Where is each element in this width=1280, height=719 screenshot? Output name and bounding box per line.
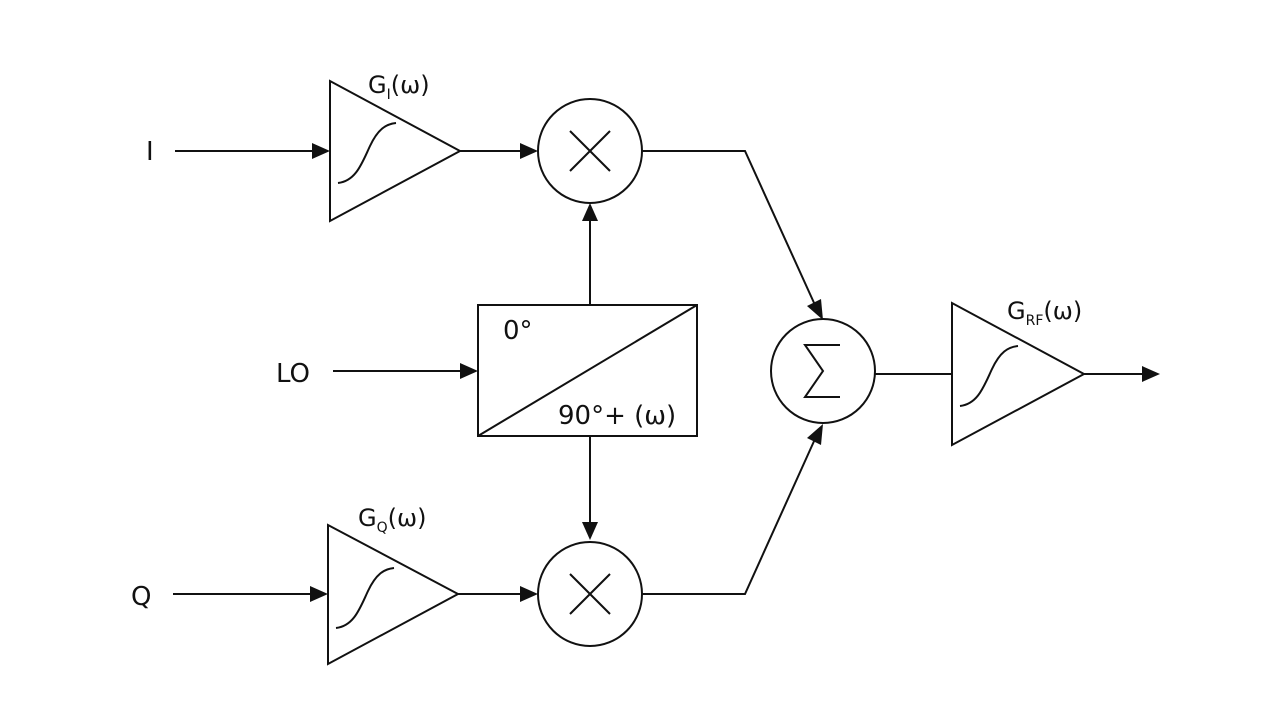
- splitter-to-bottom-mixer-arrow: [582, 436, 598, 540]
- input-label-lo: LO: [276, 359, 310, 389]
- input-label-i: I: [146, 137, 154, 167]
- summer: [770, 318, 876, 424]
- mixer-bottom: [537, 541, 643, 647]
- phase-bottom-label: 90°+ (ω): [558, 401, 676, 431]
- input-label-q: Q: [131, 582, 151, 612]
- splitter-to-top-mixer-arrow: [582, 203, 598, 305]
- summation-sigma-icon: [803, 344, 840, 398]
- amplifier-gq-label: GQ(ω): [358, 504, 426, 536]
- filter-curve-icon: [337, 122, 397, 184]
- phase-top-label: 0°: [503, 316, 533, 346]
- filter-curve-icon: [335, 567, 395, 629]
- gq-to-mixer-arrow: [458, 586, 538, 602]
- amplifier-gq: [327, 523, 461, 666]
- amplifier-grf: [951, 301, 1087, 447]
- phase-splitter-diagonal: [477, 304, 698, 437]
- gi-to-mixer-arrow: [460, 143, 538, 159]
- lo-input-arrow: [333, 363, 478, 379]
- filter-curve-icon: [959, 345, 1019, 407]
- q-input-arrow: [173, 586, 328, 602]
- mixer-multiply-icon: [569, 573, 611, 615]
- phase-splitter: [477, 304, 698, 437]
- bottom-mixer-to-sum-arrow: [642, 424, 823, 595]
- top-mixer-to-sum-arrow: [642, 150, 823, 320]
- rf-output-arrow: [1084, 366, 1160, 382]
- i-input-arrow: [175, 143, 330, 159]
- amplifier-gi: [329, 79, 463, 223]
- amplifier-grf-label: GRF(ω): [1007, 297, 1082, 329]
- amplifier-gi-label: GI(ω): [368, 71, 430, 103]
- mixer-top: [537, 98, 643, 204]
- mixer-multiply-icon: [569, 130, 611, 172]
